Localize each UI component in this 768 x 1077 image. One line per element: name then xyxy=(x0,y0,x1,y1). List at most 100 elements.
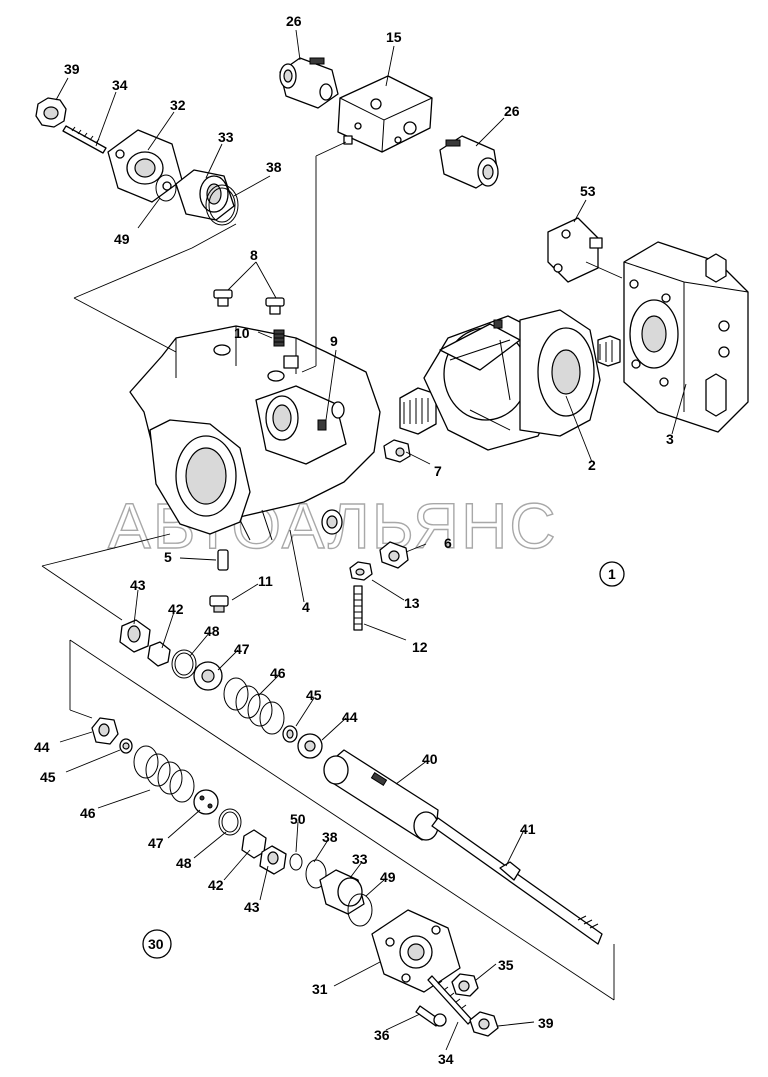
bushing-43-lower[interactable] xyxy=(259,845,287,875)
spring-46-lower[interactable] xyxy=(133,745,195,803)
valve-53[interactable] xyxy=(547,217,603,283)
cap-47-lower[interactable] xyxy=(193,789,219,815)
callout-32: 32 xyxy=(170,97,186,113)
nut-13[interactable] xyxy=(349,561,373,581)
upper-row-parts xyxy=(119,619,323,759)
group-label-30: 30 xyxy=(142,929,172,959)
nut-35[interactable] xyxy=(451,973,479,997)
plug-7[interactable] xyxy=(383,439,411,463)
callout-5: 5 xyxy=(164,549,172,565)
end-cover-3[interactable] xyxy=(623,241,749,433)
bushing-43-upper[interactable] xyxy=(119,619,151,653)
screw-12[interactable] xyxy=(353,585,363,631)
callout-12: 12 xyxy=(412,639,428,655)
callout-13: 13 xyxy=(404,595,420,611)
rotating-group-2[interactable] xyxy=(399,309,621,451)
ring-48-lower[interactable] xyxy=(218,808,242,836)
callout-42-upper: 42 xyxy=(168,601,184,617)
bolt-34-lower[interactable] xyxy=(427,975,473,1025)
callout-49-top: 49 xyxy=(114,231,130,247)
callout-38-lower: 38 xyxy=(322,829,338,845)
callout-43-upper: 43 xyxy=(130,577,146,593)
cap-44-lower[interactable] xyxy=(91,717,119,745)
sleeve-33-lower[interactable] xyxy=(319,869,365,915)
solenoid-26-left[interactable] xyxy=(279,57,339,109)
callout-15: 15 xyxy=(386,29,402,45)
callout-38-top: 38 xyxy=(266,159,282,175)
o-ring-38-top[interactable] xyxy=(205,184,239,226)
plugs-group xyxy=(209,289,411,631)
ring-50[interactable] xyxy=(289,853,303,871)
callout-7: 7 xyxy=(434,463,442,479)
pin-5[interactable] xyxy=(217,549,229,571)
callout-44-lower: 44 xyxy=(34,739,50,755)
plug-11[interactable] xyxy=(209,595,229,613)
control-valve-group xyxy=(279,57,499,189)
sleeve-33-top[interactable] xyxy=(175,169,235,221)
callout-11: 11 xyxy=(258,573,273,589)
callout-33-lower: 33 xyxy=(352,851,368,867)
spring-46-upper[interactable] xyxy=(223,677,285,735)
top-left-flange-group xyxy=(35,97,239,226)
washer-45-upper[interactable] xyxy=(282,725,298,743)
callout-10: 10 xyxy=(234,325,250,341)
callout-46-upper: 46 xyxy=(270,665,286,681)
nut-39-lower[interactable] xyxy=(469,1011,499,1037)
callout-34-top: 34 xyxy=(112,77,128,93)
callout-45-upper: 45 xyxy=(306,687,322,703)
bushing-42-upper[interactable] xyxy=(147,641,171,667)
callout-53: 53 xyxy=(580,183,596,199)
pin-9[interactable] xyxy=(317,419,327,431)
nut-39-top[interactable] xyxy=(35,97,67,128)
group-label-1-text: 1 xyxy=(608,566,616,582)
bolt-36[interactable] xyxy=(415,1005,447,1027)
callout-48-upper: 48 xyxy=(204,623,220,639)
group-label-30-text: 30 xyxy=(148,936,164,952)
callout-39-top: 39 xyxy=(64,61,80,77)
callout-47-upper: 47 xyxy=(234,641,250,657)
assembly-lines xyxy=(41,141,623,1001)
callout-45-lower: 45 xyxy=(40,769,56,785)
callout-33-top: 33 xyxy=(218,129,234,145)
cap-44-upper[interactable] xyxy=(297,733,323,759)
callout-40: 40 xyxy=(422,751,438,767)
lower-row-parts xyxy=(91,717,373,927)
screw-10[interactable] xyxy=(273,329,285,347)
callout-39-lower: 39 xyxy=(538,1015,554,1031)
group-label-1: 1 xyxy=(599,561,625,587)
callout-2: 2 xyxy=(588,457,596,473)
callout-31: 31 xyxy=(312,981,328,997)
flange-32-top[interactable] xyxy=(107,129,183,203)
valve-body-15[interactable] xyxy=(337,75,433,153)
callout-4: 4 xyxy=(302,599,310,615)
callout-8: 8 xyxy=(250,247,258,263)
flange-31-lower[interactable] xyxy=(371,909,461,993)
callout-43-lower: 43 xyxy=(244,899,260,915)
callout-9: 9 xyxy=(330,333,338,349)
pump-housing-4[interactable] xyxy=(129,325,381,541)
callout-26-right: 26 xyxy=(504,103,520,119)
plug-8-left[interactable] xyxy=(213,289,233,307)
piston-40[interactable] xyxy=(323,749,439,841)
callout-35: 35 xyxy=(498,957,514,973)
callout-labels: 39 34 32 33 38 49 26 15 26 53 8 10 9 7 2… xyxy=(34,13,674,1067)
ring-48-upper[interactable] xyxy=(171,649,197,679)
solenoid-26-right[interactable] xyxy=(439,135,499,189)
leader-lines xyxy=(55,29,687,1051)
o-ring-49-lower[interactable] xyxy=(347,893,373,927)
cap-47-upper[interactable] xyxy=(193,661,223,691)
callout-46-lower: 46 xyxy=(80,805,96,821)
o-ring-49-top[interactable] xyxy=(155,174,177,202)
callout-48-lower: 48 xyxy=(176,855,192,871)
plug-6[interactable] xyxy=(379,541,409,569)
callout-34-lower: 34 xyxy=(438,1051,454,1067)
callout-3: 3 xyxy=(666,431,674,447)
o-ring-38-lower[interactable] xyxy=(305,859,327,889)
plug-8-right[interactable] xyxy=(265,297,285,315)
callout-6: 6 xyxy=(444,535,452,551)
washer-45-lower[interactable] xyxy=(119,738,133,754)
callout-42-lower: 42 xyxy=(208,877,224,893)
bolt-34-top[interactable] xyxy=(62,125,107,154)
shaft-41[interactable] xyxy=(431,817,603,945)
